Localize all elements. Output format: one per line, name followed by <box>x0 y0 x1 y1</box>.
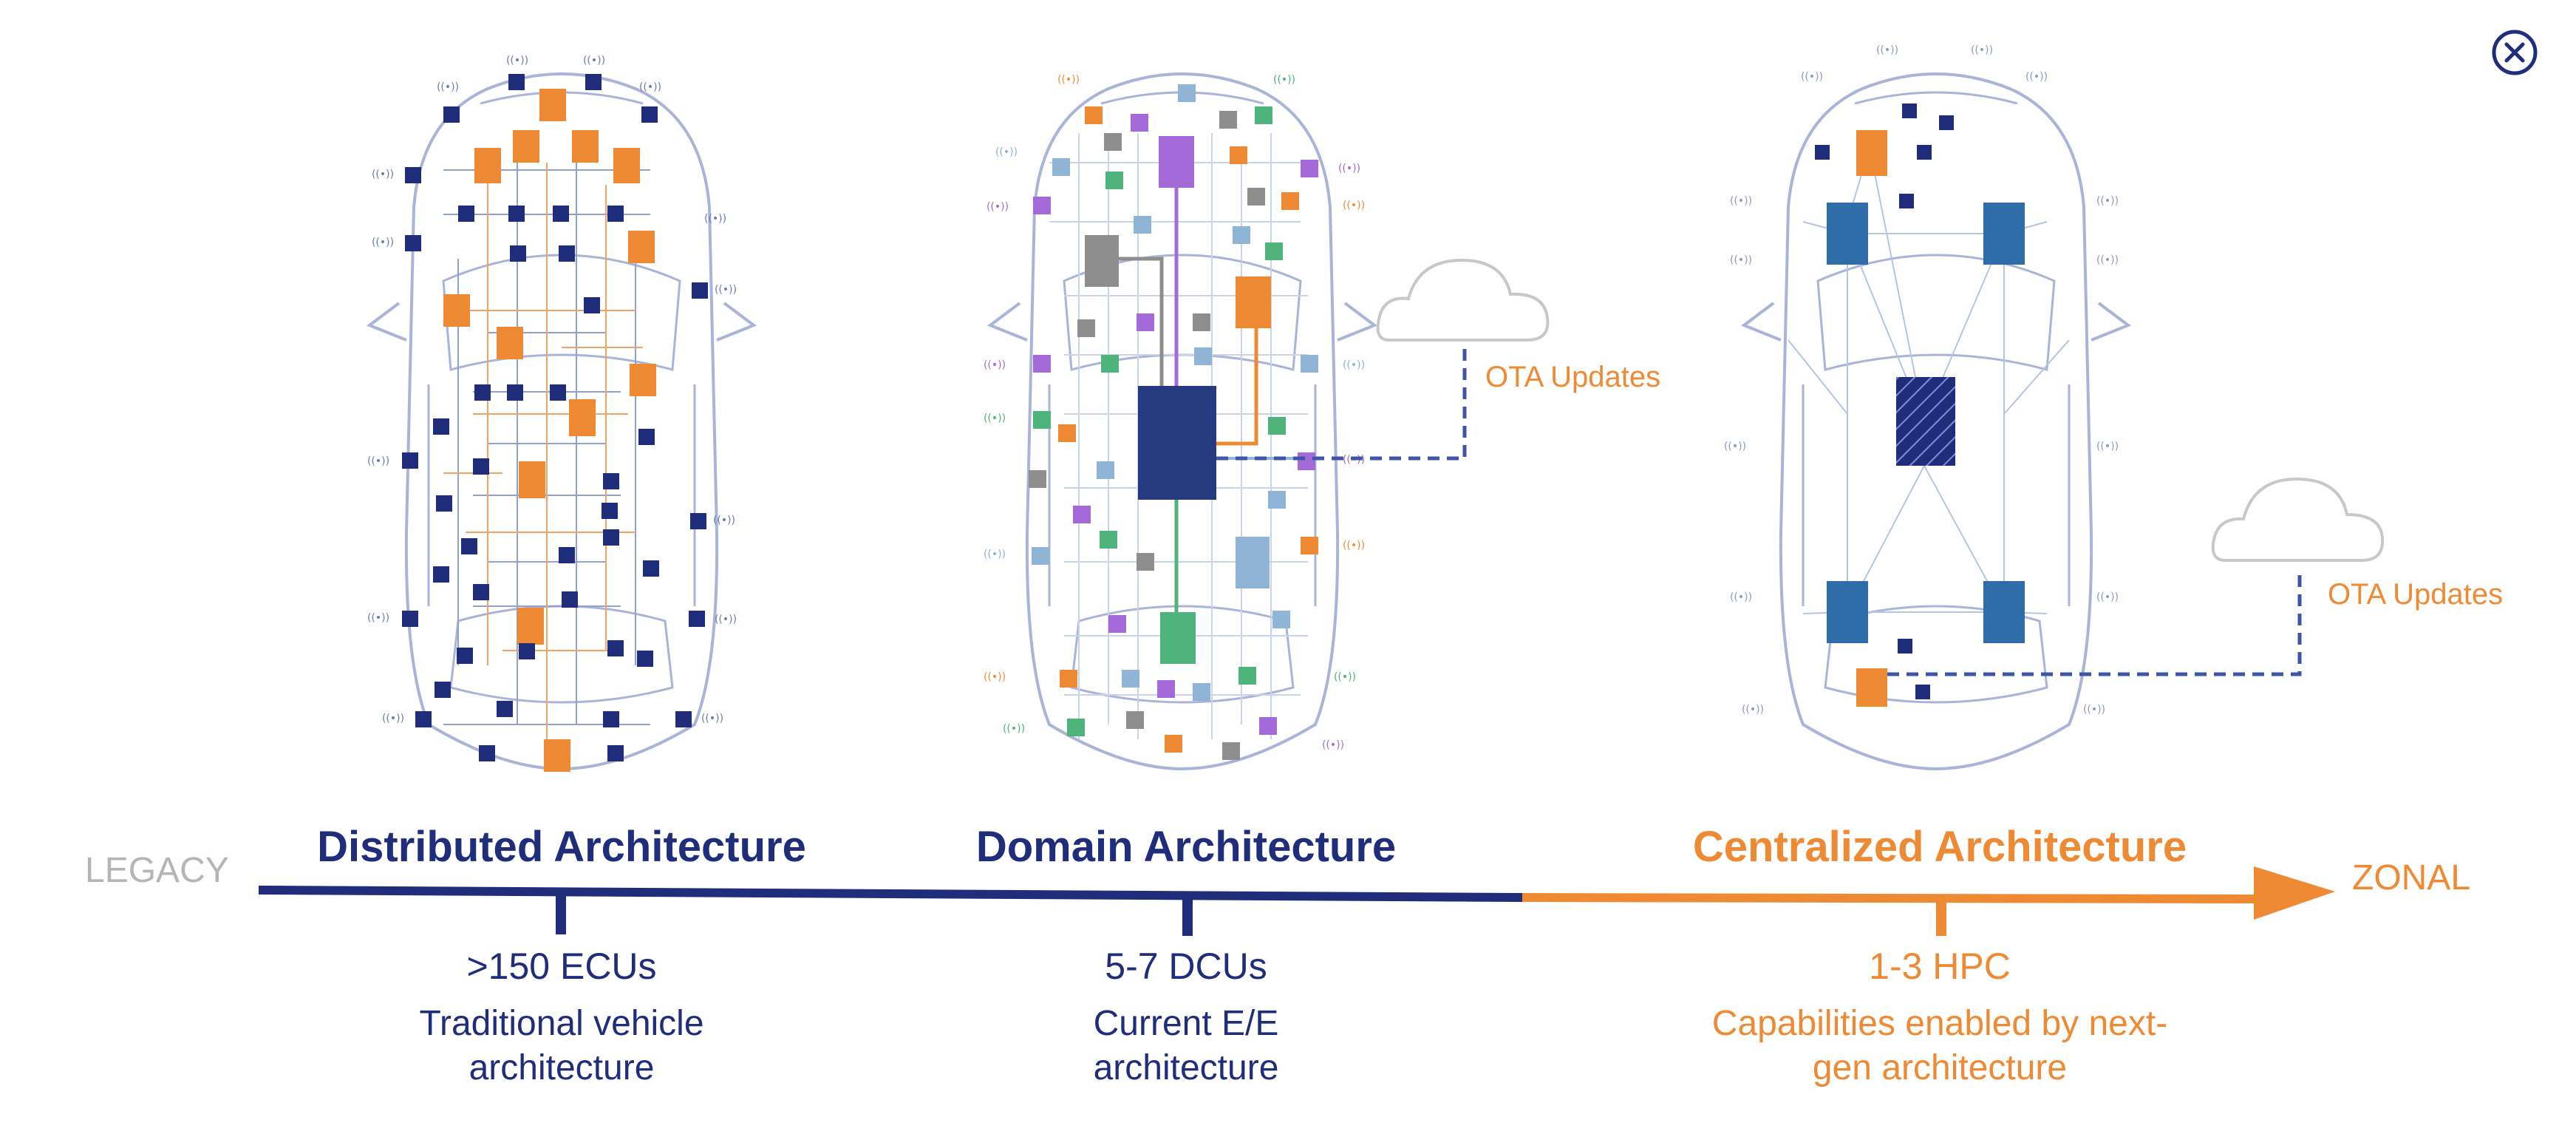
svg-text:((•)): ((•)) <box>984 671 1006 683</box>
svg-text:((•)): ((•)) <box>367 455 389 467</box>
svg-text:((•)): ((•)) <box>382 713 404 724</box>
svg-text:((•)): ((•)) <box>2083 704 2105 716</box>
svg-text:((•)): ((•)) <box>367 612 389 624</box>
stage-title-distributed: Distributed Architecture <box>317 823 806 871</box>
svg-text:((•)): ((•)) <box>372 237 394 248</box>
svg-text:((•)): ((•)) <box>1057 74 1080 86</box>
cloud-icon <box>2211 477 2385 562</box>
svg-text:((•)): ((•)) <box>372 169 394 180</box>
svg-text:((•)): ((•)) <box>987 201 1009 213</box>
svg-text:((•)): ((•)) <box>1322 739 1344 751</box>
svg-text:((•)): ((•)) <box>1801 71 1823 83</box>
svg-text:((•)): ((•)) <box>701 713 723 724</box>
stage-metric-centralized: 1-3 HPC <box>1869 946 2011 987</box>
close-button[interactable] <box>2490 28 2539 77</box>
svg-text:((•)): ((•)) <box>1730 591 1752 603</box>
svg-text:((•)): ((•)) <box>1971 44 1993 56</box>
svg-text:((•)): ((•)) <box>1876 44 1898 56</box>
svg-text:((•)): ((•)) <box>1343 540 1365 551</box>
svg-text:((•)): ((•)) <box>715 284 737 296</box>
svg-text:((•)): ((•)) <box>2096 195 2119 207</box>
svg-text:((•)): ((•)) <box>704 213 726 225</box>
svg-text:((•)): ((•)) <box>639 81 661 93</box>
timeline-start-label: LEGACY <box>85 851 229 890</box>
stage-description-centralized: Capabilities enabled by next-gen archite… <box>1711 1004 2168 1087</box>
svg-text:((•)): ((•)) <box>715 614 737 625</box>
timeline-end-label: ZONAL <box>2352 858 2471 897</box>
svg-text:((•)): ((•)) <box>2025 71 2048 83</box>
svg-text:((•)): ((•)) <box>2096 591 2119 603</box>
svg-text:((•)): ((•)) <box>2096 441 2119 452</box>
svg-text:((•)): ((•)) <box>713 515 735 526</box>
svg-text:((•)): ((•)) <box>984 549 1006 560</box>
tick-centralized <box>1936 899 1946 936</box>
cloud-icon <box>1376 258 1550 342</box>
svg-text:((•)): ((•)) <box>1343 200 1365 211</box>
svg-text:((•)): ((•)) <box>1742 704 1764 716</box>
close-circle-icon <box>2492 30 2538 75</box>
ota-label-centralized: OTA Updates <box>2328 578 2504 611</box>
svg-text:((•)): ((•)) <box>506 55 528 67</box>
svg-text:((•)): ((•)) <box>1338 163 1360 174</box>
svg-text:((•)): ((•)) <box>583 55 605 67</box>
stage-title-centralized: Centralized Architecture <box>1692 823 2187 871</box>
tick-domain <box>1182 897 1193 936</box>
car-distributed: ((•)) ((•)) ((•)) ((•)) ((•)) ((•)) ((•)) ((… <box>367 55 755 772</box>
stage-metric-distributed: >150 ECUs <box>466 946 657 987</box>
svg-text:((•)): ((•)) <box>1273 74 1295 86</box>
svg-text:((•)): ((•)) <box>984 359 1006 371</box>
ota-label-domain: OTA Updates <box>1485 361 1661 393</box>
stage-description-domain: Current E/E architecture <box>1093 1004 1279 1087</box>
stage-description-distributed: Traditional vehicle architecture <box>419 1004 704 1087</box>
car-centralized: ((•)) ((•)) ((•)) ((•)) ((•)) ((•)) ((•)) ((… <box>1724 44 2302 770</box>
svg-text:((•)): ((•)) <box>1334 671 1356 683</box>
svg-text:((•)): ((•)) <box>1730 254 1752 266</box>
svg-text:((•)): ((•)) <box>1724 441 1746 452</box>
timeline <box>259 866 2335 936</box>
stage-title-domain: Domain Architecture <box>975 823 1397 871</box>
stage-metric-domain: 5-7 DCUs <box>1105 946 1267 987</box>
svg-text:((•)): ((•)) <box>2096 254 2119 266</box>
svg-text:((•)): ((•)) <box>1730 195 1752 207</box>
tick-distributed <box>556 895 566 934</box>
svg-text:((•)): ((•)) <box>437 81 459 93</box>
svg-text:((•)): ((•)) <box>995 146 1018 158</box>
svg-text:((•)): ((•)) <box>984 413 1006 424</box>
car-domain: ((•)) ((•)) ((•)) ((•)) ((•)) ((•)) ((•)) ((… <box>984 72 1467 770</box>
svg-text:((•)): ((•)) <box>1003 723 1025 735</box>
svg-text:((•)): ((•)) <box>1343 359 1365 371</box>
